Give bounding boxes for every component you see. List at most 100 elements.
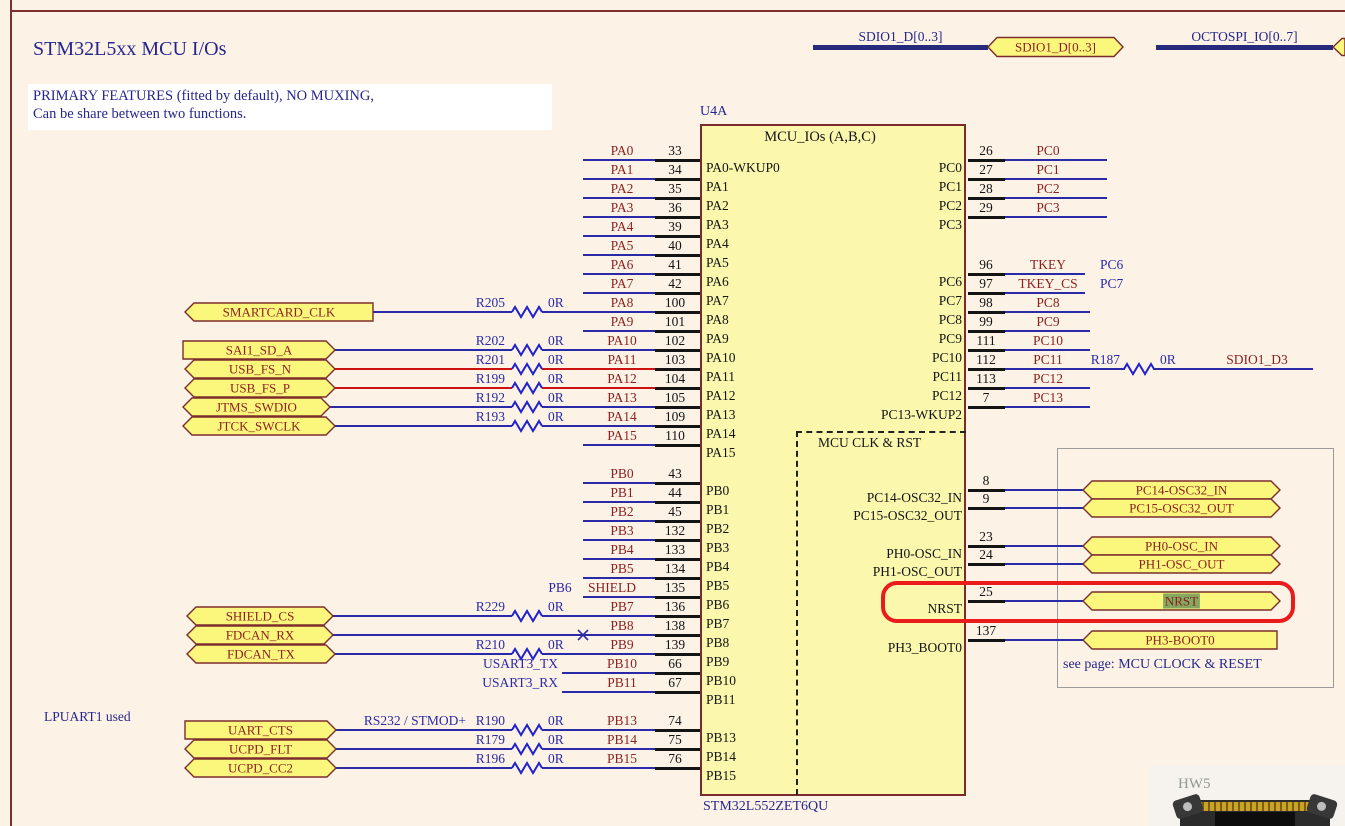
- port-tag-label: UCPD_CC2: [228, 761, 293, 776]
- resistor-symbol[interactable]: [511, 400, 543, 414]
- net-label: PC2: [1036, 181, 1060, 196]
- pin-stub: [655, 538, 700, 542]
- resistor-refdes: R202: [475, 333, 505, 348]
- port-tag-partial[interactable]: [1331, 37, 1345, 57]
- wire-segment: [335, 653, 512, 655]
- port-tag[interactable]: [184, 378, 336, 398]
- resistor-refdes: R192: [475, 390, 505, 405]
- wire-segment: [1005, 489, 1083, 491]
- pin-number: 111: [976, 333, 996, 348]
- resistor-symbol[interactable]: [511, 305, 543, 319]
- pin-stub: [968, 348, 1005, 352]
- port-tag[interactable]: [186, 606, 334, 626]
- port-tag[interactable]: [184, 359, 336, 379]
- net-label: PB4: [610, 542, 634, 557]
- pin-number: 67: [668, 675, 682, 690]
- port-tag[interactable]: [182, 340, 336, 360]
- pin-name: NRST: [927, 601, 962, 616]
- net-label: PA7: [610, 276, 634, 291]
- resistor-symbol[interactable]: [511, 761, 543, 775]
- wire-segment: [1005, 349, 1090, 351]
- port-tag[interactable]: [186, 625, 334, 645]
- pin-stub: [655, 234, 700, 238]
- resistor-symbol[interactable]: [511, 419, 543, 433]
- pin-number: 8: [982, 473, 990, 488]
- port-tag[interactable]: [182, 397, 331, 417]
- note-line-2: Can be share between two functions.: [33, 106, 247, 122]
- net-label: PB5: [610, 561, 634, 576]
- wire-segment: [583, 330, 655, 332]
- net-label: PC9: [1036, 314, 1060, 329]
- pin-number: 28: [979, 181, 993, 196]
- pin-stub: [968, 272, 1005, 276]
- port-tag-label: USB_FS_P: [230, 381, 290, 396]
- resistor-value: 0R: [1160, 352, 1176, 367]
- pin-number: 74: [668, 713, 682, 728]
- note-highlight-box: [28, 84, 552, 130]
- pin-name: PB1: [706, 502, 730, 517]
- pin-name: PA1: [706, 179, 729, 194]
- pin-stub: [655, 386, 700, 390]
- page-title: STM32L5xx MCU I/Os: [33, 38, 227, 60]
- pin-stub: [968, 158, 1005, 162]
- net-label: PC1: [1036, 162, 1060, 177]
- port-tag[interactable]: [184, 739, 337, 759]
- wire-segment: [583, 444, 655, 446]
- pin-name: PA5: [706, 255, 729, 270]
- net-label: PA15: [607, 428, 637, 443]
- pin-name: PA12: [706, 388, 736, 403]
- resistor-symbol[interactable]: [511, 742, 543, 756]
- pin-stub: [655, 652, 700, 656]
- wire-segment: [1005, 159, 1107, 161]
- port-tag[interactable]: [987, 36, 1124, 58]
- resistor-refdes: R199: [475, 371, 505, 386]
- pin-stub: [655, 633, 700, 637]
- pin-name: PC7: [938, 293, 962, 308]
- pin-name: PA11: [706, 369, 736, 384]
- bus-wire: [1156, 44, 1333, 50]
- wire-segment: [542, 349, 655, 351]
- pin-stub: [655, 215, 700, 219]
- net-label: PA12: [607, 371, 637, 386]
- signal-label: RS232 / STMOD+: [363, 713, 466, 728]
- pin-stub: [655, 158, 700, 162]
- pin-name: PB14: [706, 749, 737, 764]
- net-label: PB13: [606, 713, 638, 728]
- resistor-symbol[interactable]: [511, 609, 543, 623]
- pin-number: 133: [664, 542, 686, 557]
- port-tag[interactable]: [184, 720, 337, 740]
- pin-stub: [655, 614, 700, 618]
- pin-number: 29: [979, 200, 993, 215]
- resistor-symbol[interactable]: [511, 362, 543, 376]
- pin-number: 112: [976, 352, 996, 367]
- resistor-refdes: R229: [475, 599, 505, 614]
- net-label: TKEY: [1030, 257, 1066, 272]
- resistor-symbol[interactable]: [511, 343, 543, 357]
- wire-segment: [1005, 178, 1107, 180]
- wire-segment: [542, 406, 655, 408]
- net-label: PA1: [610, 162, 634, 177]
- net-label: PA11: [607, 352, 637, 367]
- wire-segment: [1005, 330, 1090, 332]
- pin-stub: [968, 196, 1005, 200]
- resistor-symbol[interactable]: [511, 723, 543, 737]
- pin-name: PH0-OSC_IN: [886, 546, 962, 561]
- pin-name: PC11: [932, 369, 962, 384]
- wire-segment: [1005, 292, 1085, 294]
- pin-number: 43: [668, 466, 682, 481]
- wire-segment: [542, 615, 655, 617]
- net-label: PB1: [610, 485, 634, 500]
- port-tag[interactable]: [184, 302, 374, 322]
- pin-number: 138: [664, 618, 686, 633]
- port-tag[interactable]: [182, 416, 336, 436]
- wire-segment: [583, 159, 655, 161]
- port-tag[interactable]: [186, 644, 336, 664]
- pin-name: PB4: [706, 559, 730, 574]
- resistor-symbol[interactable]: [511, 381, 543, 395]
- signal-label: USART3_RX: [482, 675, 558, 690]
- port-tag[interactable]: [184, 758, 337, 778]
- wire-segment: [1005, 600, 1083, 602]
- resistor-symbol[interactable]: [1123, 362, 1155, 376]
- mcu-chip-body[interactable]: [700, 124, 966, 796]
